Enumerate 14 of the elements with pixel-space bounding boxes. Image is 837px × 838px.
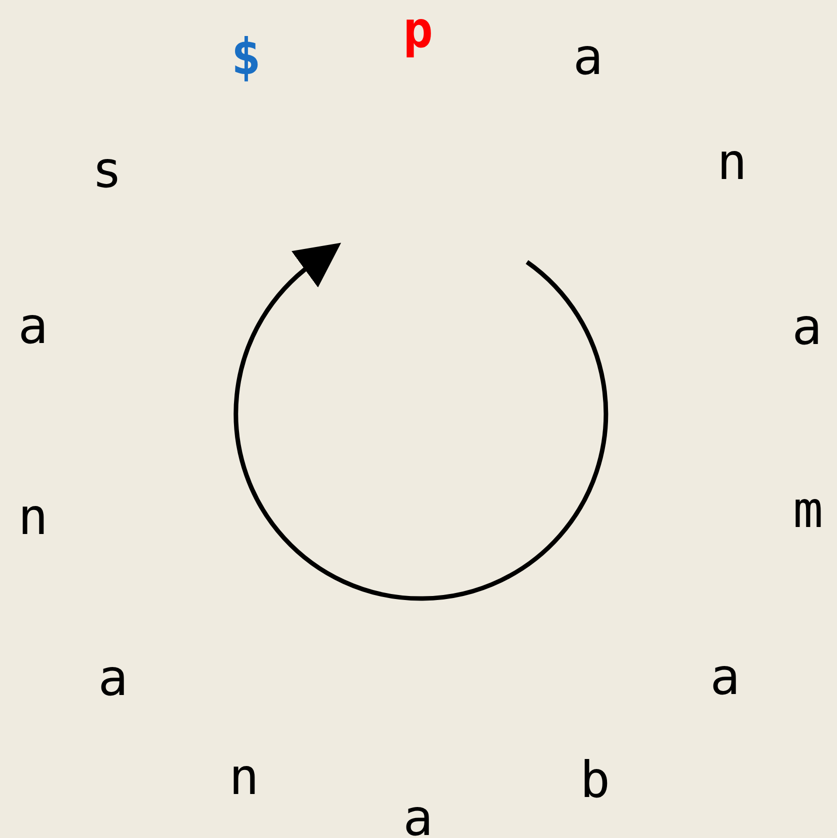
sequence-letter: a: [18, 298, 48, 354]
sequence-letter: s: [92, 142, 122, 198]
sequence-letter: a: [792, 299, 822, 355]
sequence-letter: a: [572, 29, 604, 85]
sequence-letter: p: [402, 2, 434, 58]
sequence-letter: m: [792, 482, 824, 538]
sequence-letter: n: [18, 489, 48, 545]
sequence-letter: a: [710, 649, 740, 705]
sequence-letter: n: [716, 134, 748, 190]
end-marker-symbol: $: [230, 29, 262, 85]
sequence-letter: a: [98, 650, 128, 706]
sequence-letter: n: [228, 749, 260, 805]
sequence-letter: a: [402, 790, 434, 838]
sequence-letter: b: [580, 752, 610, 808]
